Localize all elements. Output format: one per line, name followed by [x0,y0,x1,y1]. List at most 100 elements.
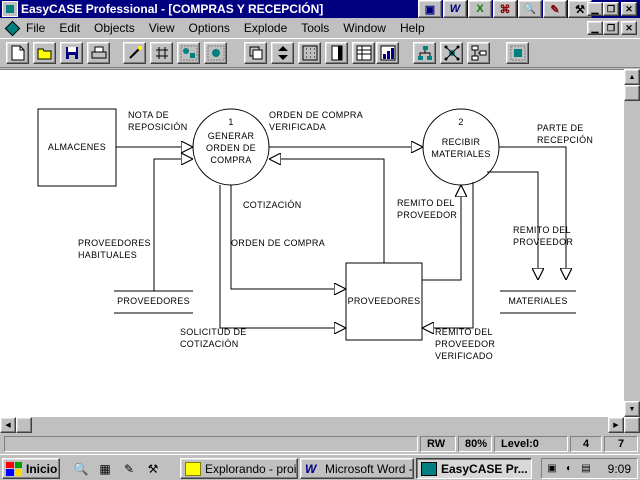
entity-almacenes-box [37,108,117,187]
minimize-button[interactable]: ▁ [587,2,603,16]
palette-icon[interactable] [506,42,529,64]
store-materiales-label[interactable]: MATERIALES [508,296,568,306]
flow-label-solicitud-cotizacion: SOLICITUD DE COTIZACIÓN [180,327,247,349]
status-col: 4 [570,436,602,452]
access-icon[interactable]: ⌘ [493,0,517,18]
office-toolbar: ▣ W X ⌘ 🔍 ✎ ⚒ [418,0,593,18]
menu-file[interactable]: File [26,21,46,35]
status-bar: RW 80% Level:0 4 7 [0,434,640,454]
task-explorer[interactable]: Explorando - proi... [180,458,298,479]
quicklaunch-edit-icon[interactable]: ✎ [123,462,135,476]
menu-options[interactable]: Options [188,21,230,35]
excel-icon[interactable]: X [468,0,492,18]
flow-label-nota-reposicion: NOTA DE REPOSICIÓN [128,110,188,132]
flow-parte-recepcion [499,146,566,280]
menu-edit[interactable]: Edit [59,21,81,35]
doc-restore-button[interactable]: ❐ [603,21,619,35]
scroll-up-button[interactable]: ▲ [624,69,640,85]
task-explorer-label: Explorando - proi... [205,461,298,476]
structure-icon[interactable] [467,42,490,64]
table-icon[interactable] [352,42,375,64]
grid-hash-icon[interactable] [150,42,173,64]
hierarchy-icon[interactable] [413,42,436,64]
start-label: Inicio [26,461,58,476]
chart-icon[interactable] [376,42,399,64]
menu-objects[interactable]: Objects [94,21,135,35]
word-icon: W [305,461,317,476]
explode-icon[interactable] [204,42,227,64]
wand-icon[interactable] [123,42,146,64]
select-icon[interactable] [244,42,267,64]
horizontal-scroll-thumb[interactable] [16,417,32,433]
word-icon[interactable]: W [443,0,467,18]
flow-solicitud-cotizacion [219,185,346,328]
horizontal-scrollbar[interactable]: ◀ ▶ [0,417,624,433]
vertical-scrollbar[interactable]: ▲ ▼ [624,69,640,417]
process-1-label[interactable]: GENERAR ORDEN DE COMPRA [206,131,256,165]
quicklaunch-search-icon[interactable]: 🔍 [73,462,89,476]
task-word[interactable]: W Microsoft Word - ... [300,458,414,479]
search-icon[interactable]: 🔍 [518,0,542,18]
quicklaunch-tools-icon[interactable]: ⚒ [147,462,159,476]
store-proveedores-label[interactable]: PROVEEDORES [117,296,190,306]
flow-proveedores-habituales [153,159,193,291]
diagram-icon[interactable] [177,42,200,64]
task-word-label: Microsoft Word - ... [325,461,413,476]
menu-tools[interactable]: Tools [301,21,330,35]
task-easycase[interactable]: EasyCASE Pr... [416,458,532,479]
doc-minimize-button[interactable]: ▁ [587,21,603,35]
office-icon[interactable]: ▣ [418,0,442,18]
flow-label-orden-verificada: ORDEN DE COMPRA VERIFICADA [269,110,364,132]
save-icon[interactable] [60,42,83,64]
quicklaunch-network-icon[interactable]: ▦ [99,462,111,476]
scroll-left-button[interactable]: ◀ [0,417,16,433]
scroll-corner [624,417,640,433]
flow-cotizacion [269,159,385,263]
start-button[interactable]: Inicio [2,458,60,479]
windows-logo-icon [6,461,22,476]
up-down-icon[interactable] [271,42,294,64]
tray-speaker-icon[interactable]: ◐ [565,463,573,474]
pen-icon[interactable]: ✎ [543,0,567,18]
entity-proveedores-label[interactable]: PROVEEDORES [347,296,421,306]
document-icon[interactable] [4,20,20,36]
flow-remito-proveedor-1 [422,185,461,281]
restore-button[interactable]: ❐ [603,2,619,16]
new-file-icon[interactable] [6,42,29,64]
doc-close-button[interactable]: ✕ [621,21,637,35]
menu-view[interactable]: View [148,21,175,35]
menu-help[interactable]: Help [399,21,425,35]
task-easycase-label: EasyCASE Pr... [441,461,528,476]
flow-label-cotizacion: COTIZACIÓN [243,200,302,210]
flow-label-parte-recepcion: PARTE DE RECEPCIÓN [537,123,594,145]
toolbar [0,38,640,68]
status-level: Level:0 [494,436,568,452]
column-icon[interactable] [325,42,348,64]
entity-almacenes-label[interactable]: ALMACENES [47,142,107,152]
process-2-number: 2 [458,117,464,127]
network-icon[interactable] [440,42,463,64]
flow-remito-proveedor-2 [487,171,538,280]
status-row: 7 [604,436,638,452]
process-2-label[interactable]: RECIBIR MATERIALES [431,137,491,159]
flow-label-remito-proveedor-2: REMITO DEL PROVEEDOR [513,225,574,247]
taskbar: Inicio 🔍 ▦ ✎ ⚒ Explorando - proi... W Mi… [0,454,640,480]
menu-explode[interactable]: Explode [243,21,288,35]
app-icon[interactable] [2,1,18,17]
system-tray: ▣ ◐ ▤ 9:09 [541,458,638,479]
tray-network-icon[interactable]: ▣ [547,463,557,474]
scroll-right-button[interactable]: ▶ [608,417,624,433]
print-icon[interactable] [87,42,110,64]
dots-grid-icon[interactable] [298,42,321,64]
vertical-scroll-thumb[interactable] [624,85,640,101]
flow-label-orden-compra: ORDEN DE COMPRA [231,238,326,248]
clock[interactable]: 9:09 [607,461,631,476]
diagram-canvas[interactable]: 1 GENERAR ORDEN DE COMPRA 2 RECIBIR MATE… [0,69,624,417]
flow-label-remito-verificado: REMITO DEL PROVEEDOR VERIFICADO [435,327,496,361]
tray-monitor-icon[interactable]: ▤ [581,463,591,474]
status-mode: RW [420,436,456,452]
menu-window[interactable]: Window [343,21,386,35]
scroll-down-button[interactable]: ▼ [624,401,640,417]
open-folder-icon[interactable] [33,42,56,64]
close-button[interactable]: ✕ [621,2,637,16]
